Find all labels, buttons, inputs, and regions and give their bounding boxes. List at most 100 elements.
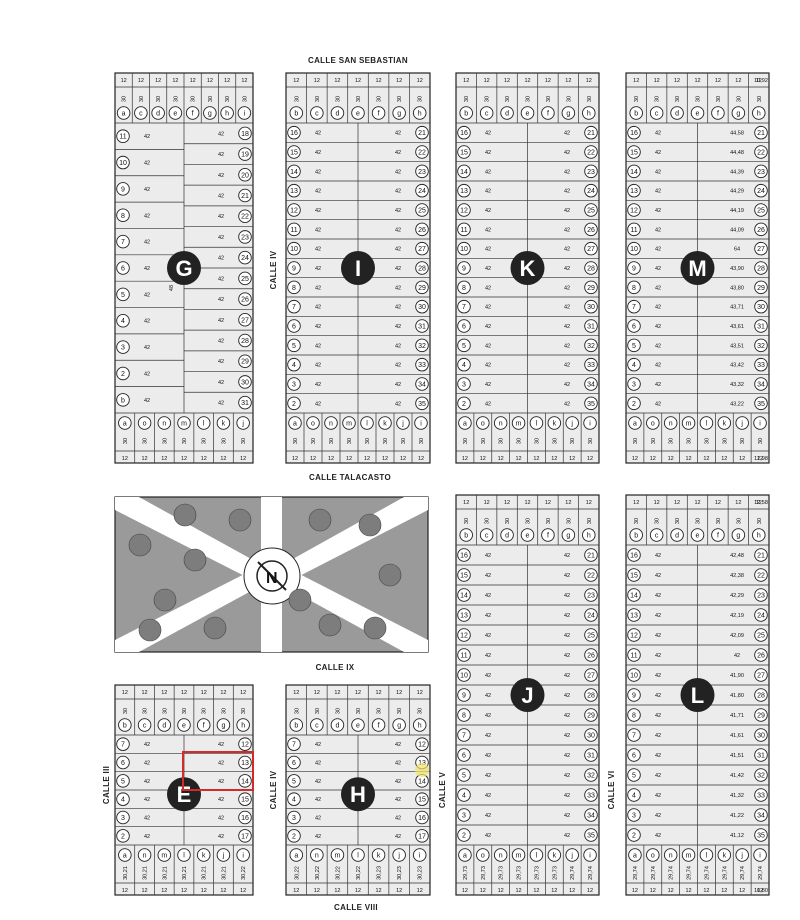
lot-marker — [476, 848, 490, 862]
block-g[interactable]: 1230a1230c1230d1230e1230f1230g1230h1230i… — [114, 72, 254, 464]
lot-width: 12 — [142, 888, 148, 894]
lot-marker — [287, 755, 301, 770]
lot-label: 5 — [632, 773, 636, 780]
lot-marker — [415, 222, 429, 237]
street-bottom: CALLE VIII — [334, 903, 378, 912]
lot-marker — [754, 648, 768, 662]
lot-marker — [627, 688, 641, 702]
lot-side: 42 — [655, 753, 661, 759]
lot-marker — [116, 829, 130, 843]
lot-label: l — [536, 853, 538, 860]
lot-side: 42 — [218, 297, 224, 303]
lot-marker — [310, 106, 324, 120]
lot-marker — [699, 416, 714, 430]
lot-width: 12 — [314, 690, 320, 696]
lot-marker — [754, 125, 768, 140]
block-l[interactable]: 1230b1230c1230d1230e1230f1230g1230ha29,7… — [625, 494, 770, 896]
lot-label: a — [294, 853, 298, 860]
block-i[interactable]: 1230b1230c1230d1230e1230f1230g1230ha3012… — [285, 72, 431, 464]
lot-marker — [649, 106, 664, 120]
street-v-e-h: CALLE IV — [269, 770, 278, 809]
lot-marker — [289, 848, 304, 862]
lot-side: 42 — [144, 398, 150, 404]
lot-depth: 30 — [418, 96, 424, 102]
lot-marker — [582, 106, 596, 120]
lot-marker — [457, 548, 471, 562]
lot-marker — [584, 648, 598, 662]
block-k[interactable]: 1230b1230c1230d1230e1230f1230g1230ha3012… — [455, 72, 600, 464]
lot-marker — [412, 106, 427, 120]
lot-marker — [203, 106, 217, 120]
lot-marker — [360, 416, 374, 430]
lot-marker — [457, 588, 471, 602]
lot-label: 35 — [587, 833, 595, 840]
lot-side: 42 — [395, 324, 401, 330]
lot-depth: 30 — [587, 518, 593, 524]
lot-depth: 29,74 — [588, 866, 594, 880]
lot-depth: 29,74 — [704, 866, 710, 880]
lot-marker — [627, 164, 641, 179]
block-j[interactable]: 1230b1230c1230d1230e1230f1230g1230ha29,7… — [455, 494, 600, 896]
lot-label: 3 — [632, 813, 636, 820]
lot-width: 12 — [632, 888, 638, 894]
lot-label: 28 — [587, 693, 595, 700]
lot-marker — [529, 416, 544, 430]
lot-label: 16 — [418, 815, 426, 822]
lot-depth: 30 — [356, 708, 362, 714]
lot-depth: 30 — [294, 708, 300, 714]
lot-width: 12 — [504, 500, 510, 506]
lot-label: m — [335, 853, 341, 860]
lot-marker — [196, 718, 211, 732]
lot-label: 10 — [630, 246, 638, 253]
lot-marker — [238, 755, 252, 770]
lot-marker — [196, 848, 211, 862]
lot-marker — [754, 568, 768, 582]
lot-label: 14 — [290, 169, 298, 176]
corner-measure: 10,92 — [754, 78, 768, 84]
lot-label: 2 — [632, 401, 636, 408]
lot-marker — [157, 718, 172, 732]
lot-side: 42 — [395, 343, 401, 349]
lot-label: 28 — [587, 266, 595, 273]
lot-marker — [754, 788, 768, 802]
lot-label: 34 — [757, 813, 765, 820]
lot-side: 42,09 — [730, 633, 744, 639]
lot-side: 42 — [144, 292, 150, 298]
lot-depth: 30 — [329, 438, 335, 444]
lot-label: g — [397, 723, 401, 730]
lot-marker — [157, 416, 172, 430]
lot-label: h — [241, 723, 245, 730]
street-v-h-j: CALLE V — [438, 771, 447, 808]
lot-marker — [236, 416, 250, 430]
lot-marker — [415, 792, 429, 806]
lot-side: 44,39 — [730, 169, 744, 175]
lot-label: m — [686, 853, 692, 860]
lot-width: 12 — [161, 888, 167, 894]
lot-marker — [584, 588, 598, 602]
lot-label: g — [208, 111, 212, 118]
lot-width: 12 — [293, 78, 299, 84]
lot-marker — [287, 183, 301, 198]
lot-label: l — [357, 853, 359, 860]
lot-side: 41,22 — [730, 813, 744, 819]
lot-width: 12 — [355, 78, 361, 84]
lot-marker — [287, 810, 301, 825]
lot-marker — [754, 319, 768, 333]
lot-label: 6 — [462, 324, 466, 331]
block-m[interactable]: 1230b1230c1230d1230e1230f1230g1230ha3012… — [625, 72, 770, 464]
lot-label: 27 — [241, 317, 249, 324]
lot-side: 42 — [315, 816, 321, 822]
lot-marker — [711, 106, 725, 120]
lot-marker — [116, 208, 130, 223]
lot-label: 25 — [418, 208, 426, 215]
lot-label: 4 — [292, 362, 296, 369]
block-h[interactable]: 1230b1230c1230d1230e1230f1230g1230ha30,2… — [285, 684, 431, 896]
lot-label: 11 — [460, 653, 467, 660]
lot-marker — [216, 848, 231, 862]
lot-label: 13 — [290, 188, 298, 195]
lot-marker — [118, 848, 132, 862]
lot-marker — [287, 357, 301, 372]
lot-marker — [351, 106, 365, 120]
lot-marker — [627, 608, 641, 622]
lot-width: 12 — [757, 888, 763, 894]
